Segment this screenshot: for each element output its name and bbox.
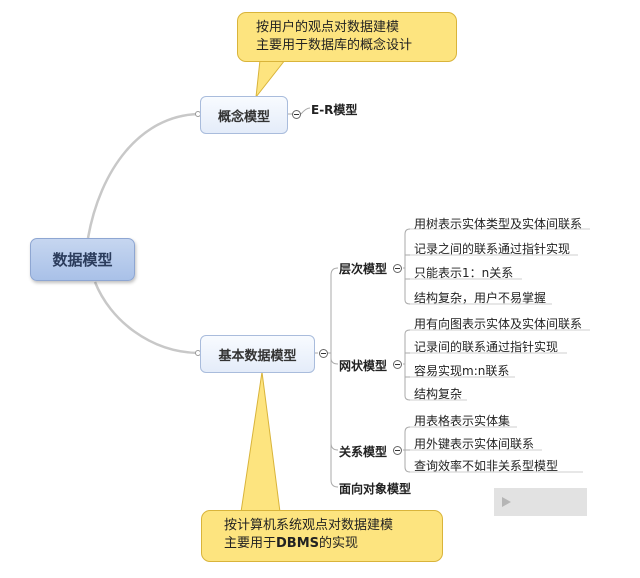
collapse-icon[interactable] xyxy=(393,446,402,455)
list-item[interactable]: 用外键表示实体间联系 xyxy=(414,437,535,451)
hierarchical-branch-line xyxy=(328,267,339,354)
bottom-callout-pointer xyxy=(240,371,281,513)
network-branch-line xyxy=(330,353,339,365)
play-icon[interactable] xyxy=(502,497,511,507)
er-model-topic[interactable]: E-R模型 xyxy=(311,103,358,117)
list-item[interactable]: 结构复杂 xyxy=(414,387,463,401)
collapse-icon[interactable] xyxy=(393,264,402,273)
relational-branch-line xyxy=(330,358,339,451)
conceptual-note-callout: 按用户的观点对数据建模 主要用于数据库的概念设计 xyxy=(237,12,457,62)
conceptual-note-line-1: 按用户的观点对数据建模 xyxy=(256,20,400,35)
collapse-icon[interactable] xyxy=(292,110,301,119)
list-item[interactable]: 记录之间的联系通过指针实现 xyxy=(414,242,571,256)
list-item[interactable]: 用表格表示实体集 xyxy=(414,414,511,428)
list-item[interactable]: 记录间的联系通过指针实现 xyxy=(414,340,559,354)
collapse-icon[interactable] xyxy=(393,360,402,369)
list-item[interactable]: 用有向图表示实体及实体间联系 xyxy=(414,317,583,331)
conceptual-model-topic[interactable]: 概念模型 xyxy=(200,96,288,134)
collapse-icon[interactable] xyxy=(319,349,328,358)
root-to-conceptual-line xyxy=(86,112,199,239)
basic-note-line-1: 按计算机系统观点对数据建模 xyxy=(224,518,394,533)
list-item[interactable]: 容易实现m:n联系 xyxy=(414,364,510,378)
root-topic[interactable]: 数据模型 xyxy=(30,238,135,281)
object-oriented-branch-line xyxy=(330,443,339,488)
list-item[interactable]: 只能表示1：n关系 xyxy=(414,266,514,280)
basic-note-callout: 按计算机系统观点对数据建模 主要用于DBMS的实现 xyxy=(201,510,443,562)
media-player[interactable] xyxy=(494,488,587,516)
list-item[interactable]: 结构复杂，用户不易掌握 xyxy=(414,291,547,305)
top-callout-pointer xyxy=(255,59,287,99)
basic-note-line-2: 主要用于DBMS的实现 xyxy=(224,536,359,551)
object-oriented-model-topic[interactable]: 面向对象模型 xyxy=(339,482,412,496)
list-item[interactable]: 用树表示实体类型及实体间联系 xyxy=(414,217,583,231)
network-model-topic[interactable]: 网状模型 xyxy=(339,359,388,373)
conceptual-note-line-2: 主要用于数据库的概念设计 xyxy=(256,38,413,53)
hierarchical-model-topic[interactable]: 层次模型 xyxy=(339,262,388,276)
root-to-basic-line xyxy=(93,281,199,355)
list-item[interactable]: 查询效率不如非关系型模型 xyxy=(414,459,559,473)
basic-model-topic[interactable]: 基本数据模型 xyxy=(200,335,315,373)
relational-model-topic[interactable]: 关系模型 xyxy=(339,445,388,459)
er-branch-line xyxy=(300,107,311,115)
